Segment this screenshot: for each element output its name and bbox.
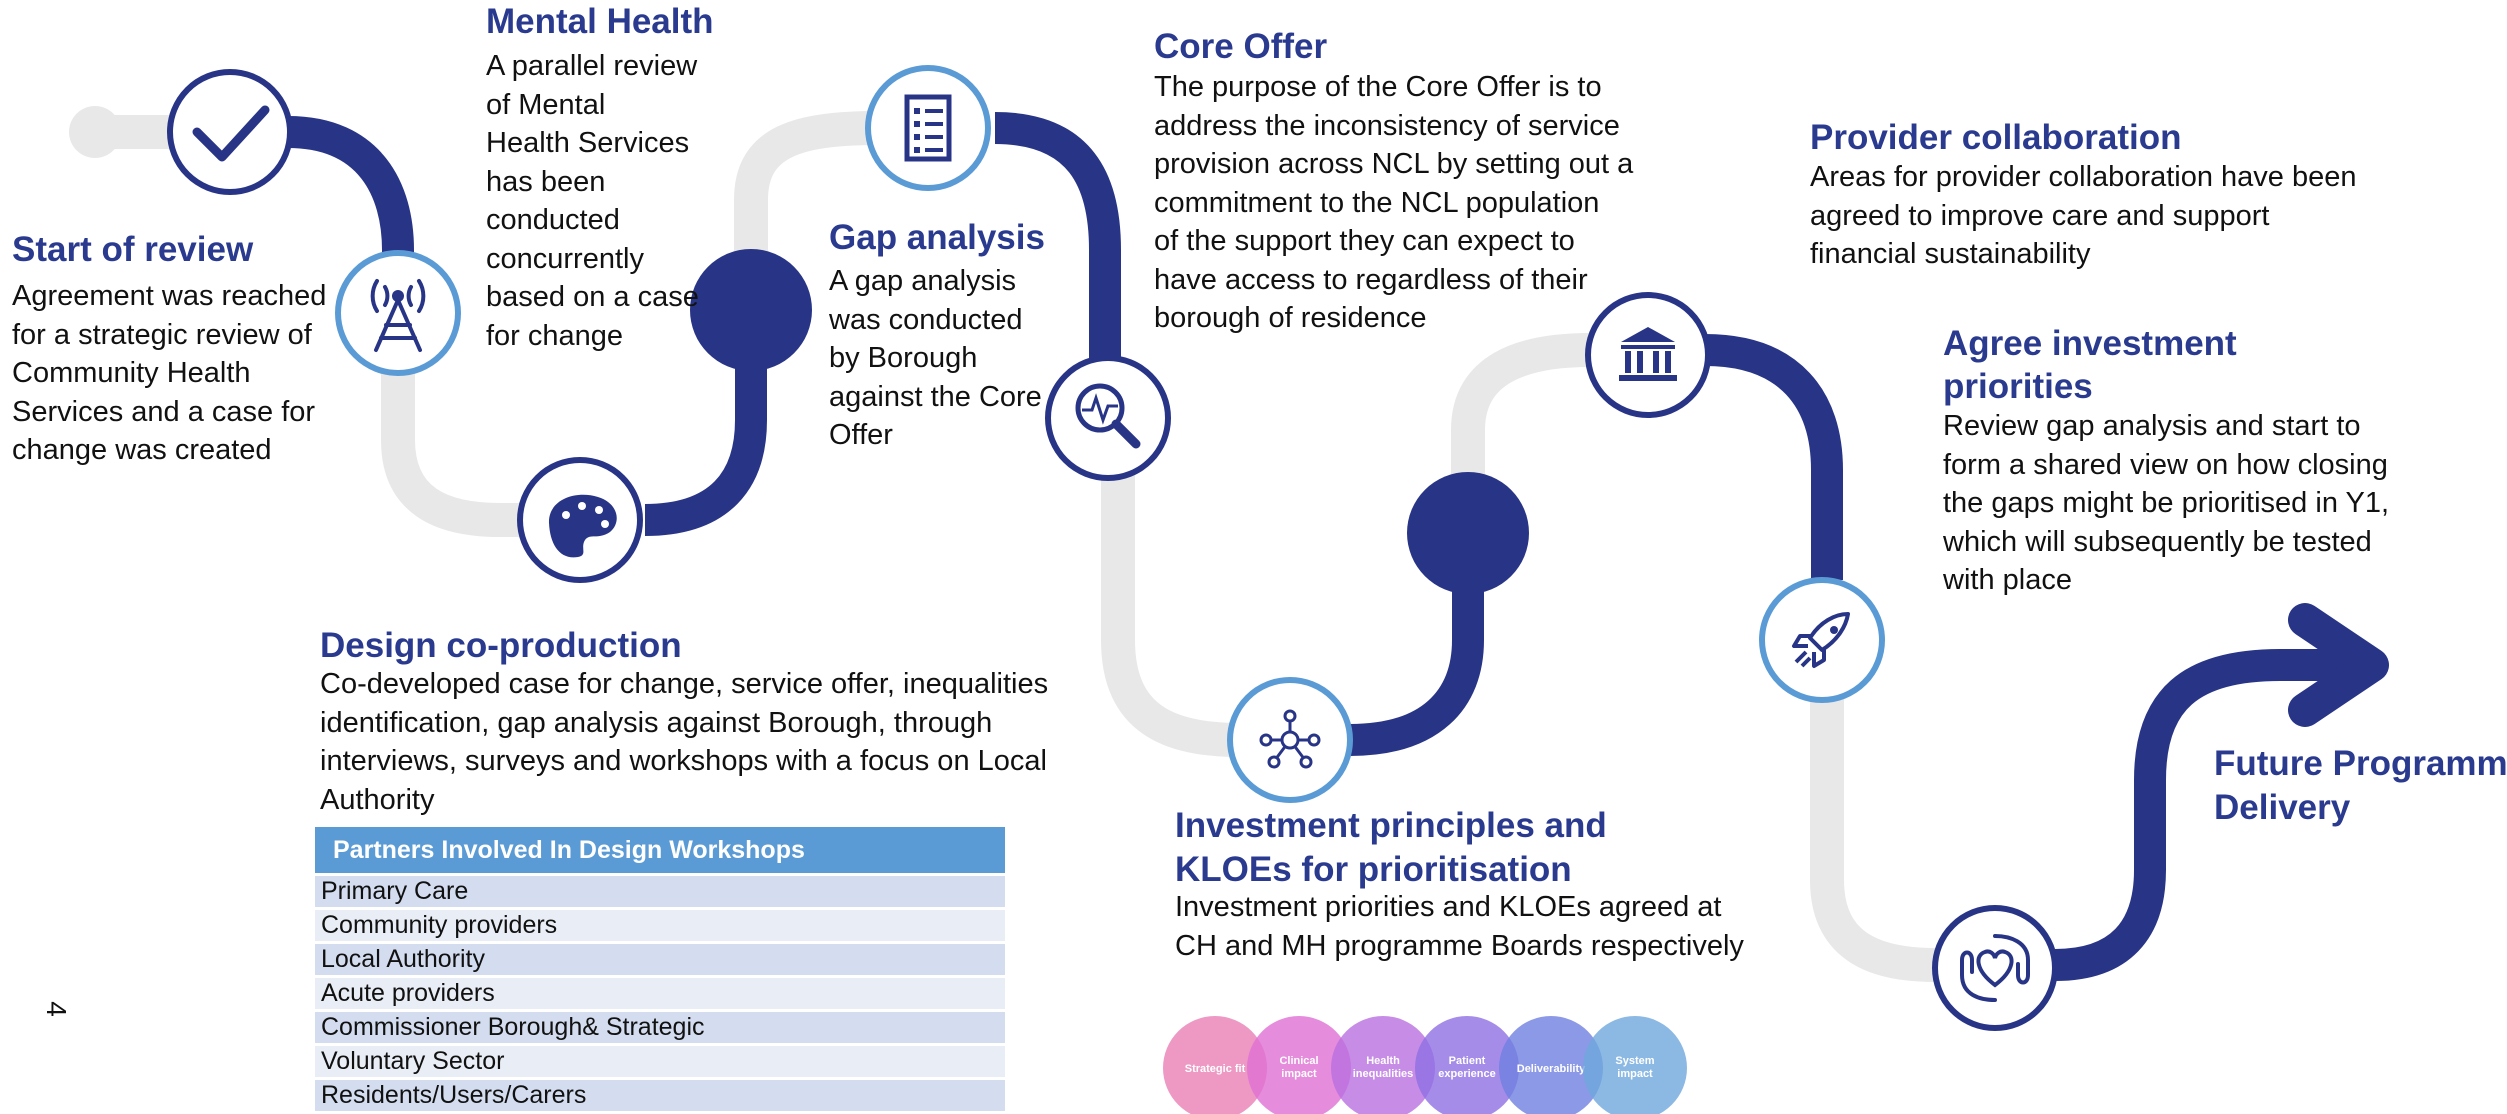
criteria-circle-shape (1247, 1016, 1351, 1114)
table-row: Commissioner Borough& Strategic (315, 1012, 1005, 1043)
stage-text-design-coproduction: Co-developed case for change, service of… (320, 668, 1049, 816)
criteria-circle-shape (1583, 1016, 1687, 1114)
grey-track (78, 111, 1952, 982)
table-row: Voluntary Sector (315, 1046, 1005, 1077)
milestone-dot (690, 249, 812, 371)
table-row: Community providers (315, 910, 1005, 941)
criteria-label: impact (1281, 1068, 1317, 1080)
stage-text-mental-health: A parallel review of Mental Health Servi… (486, 50, 699, 352)
checklist-document-icon (865, 65, 991, 191)
table-row: Local Authority (315, 944, 1005, 975)
stage-heading-agree-investment-line2: priorities (1943, 367, 2093, 406)
partners-table-header: Partners Involved In Design Workshops (315, 827, 1005, 873)
criteria-label: inequalities (1353, 1068, 1414, 1080)
stage-text-core-offer: The purpose of the Core Offer is to addr… (1154, 71, 1634, 334)
criteria-circle: Strategic fit (1163, 1016, 1267, 1114)
stage-text-investment-principles: Investment priorities and KLOEs agreed a… (1175, 891, 1744, 962)
criteria-circles: Strategic fitClinicalimpactHealthinequal… (1163, 1016, 1687, 1114)
navy-track (287, 112, 2365, 981)
stage-heading-investment-principles-line1: Investment principles and (1175, 806, 1607, 845)
stage-text-start-of-review: Agreement was reached for a strategic re… (12, 280, 327, 466)
table-cell: Voluntary Sector (315, 1046, 1005, 1077)
stage-heading-design-coproduction: Design co-production (320, 626, 682, 665)
criteria-label: Deliverability (1517, 1063, 1586, 1075)
stage-text-provider-collaboration: Areas for provider collaboration have be… (1810, 161, 2357, 270)
criteria-label: Patient (1449, 1055, 1486, 1067)
stage-heading-mental-health: Mental Health (486, 2, 714, 41)
table-cell: Commissioner Borough& Strategic (315, 1012, 1005, 1043)
stage-heading-future-delivery-line2: Delivery (2214, 788, 2351, 827)
criteria-circle-shape (1163, 1016, 1267, 1114)
track-start-dot (69, 106, 121, 158)
stage-heading-gap-analysis: Gap analysis (829, 218, 1045, 257)
criteria-label: Clinical (1279, 1055, 1318, 1067)
page-number: 4 (40, 1001, 72, 1017)
table-cell: Local Authority (315, 944, 1005, 975)
stage-heading-start-of-review: Start of review (12, 230, 254, 269)
arrow-head (2288, 603, 2389, 727)
stage-heading-core-offer: Core Offer (1154, 27, 1328, 66)
criteria-circle-shape (1331, 1016, 1435, 1114)
criteria-label: System (1615, 1055, 1654, 1067)
stage-heading-investment-principles-line2: KLOEs for prioritisation (1175, 850, 1572, 889)
rocket-icon (1759, 577, 1885, 703)
table-row: Acute providers (315, 978, 1005, 1009)
stage-text-gap-analysis: A gap analysis was conducted by Borough … (829, 265, 1042, 451)
table-row: Primary Care (315, 876, 1005, 907)
criteria-label: experience (1438, 1068, 1495, 1080)
criteria-label: Strategic fit (1185, 1063, 1246, 1075)
partners-table: Partners Involved In Design Workshops Pr… (315, 824, 1005, 1114)
criteria-circle-shape (1499, 1016, 1603, 1114)
stage-heading-provider-collaboration: Provider collaboration (1810, 118, 2182, 157)
checkmark-icon (167, 69, 293, 195)
criteria-label: Health (1366, 1055, 1400, 1067)
table-cell: Acute providers (315, 978, 1005, 1009)
magnifier-pulse-icon (1045, 355, 1171, 481)
criteria-circle-shape (1415, 1016, 1519, 1114)
stage-heading-agree-investment-line1: Agree investment (1943, 324, 2237, 363)
table-cell: Community providers (315, 910, 1005, 941)
criteria-circle: Deliverability (1499, 1016, 1603, 1114)
table-cell: Residents/Users/Carers (315, 1080, 1005, 1111)
bank-building-icon (1585, 292, 1711, 418)
heart-hands-icon (1932, 905, 2058, 1031)
palette-icon (517, 457, 643, 583)
network-nodes-icon (1227, 677, 1353, 803)
stage-text-agree-investment: Review gap analysis and start to form a … (1943, 410, 2390, 596)
milestone-dot (1407, 472, 1529, 594)
criteria-label: impact (1617, 1068, 1653, 1080)
table-cell: Primary Care (315, 876, 1005, 907)
table-row: Residents/Users/Carers (315, 1080, 1005, 1111)
stage-heading-future-delivery-line1: Future Programme (2214, 744, 2507, 783)
signal-tower-icon (335, 250, 461, 376)
